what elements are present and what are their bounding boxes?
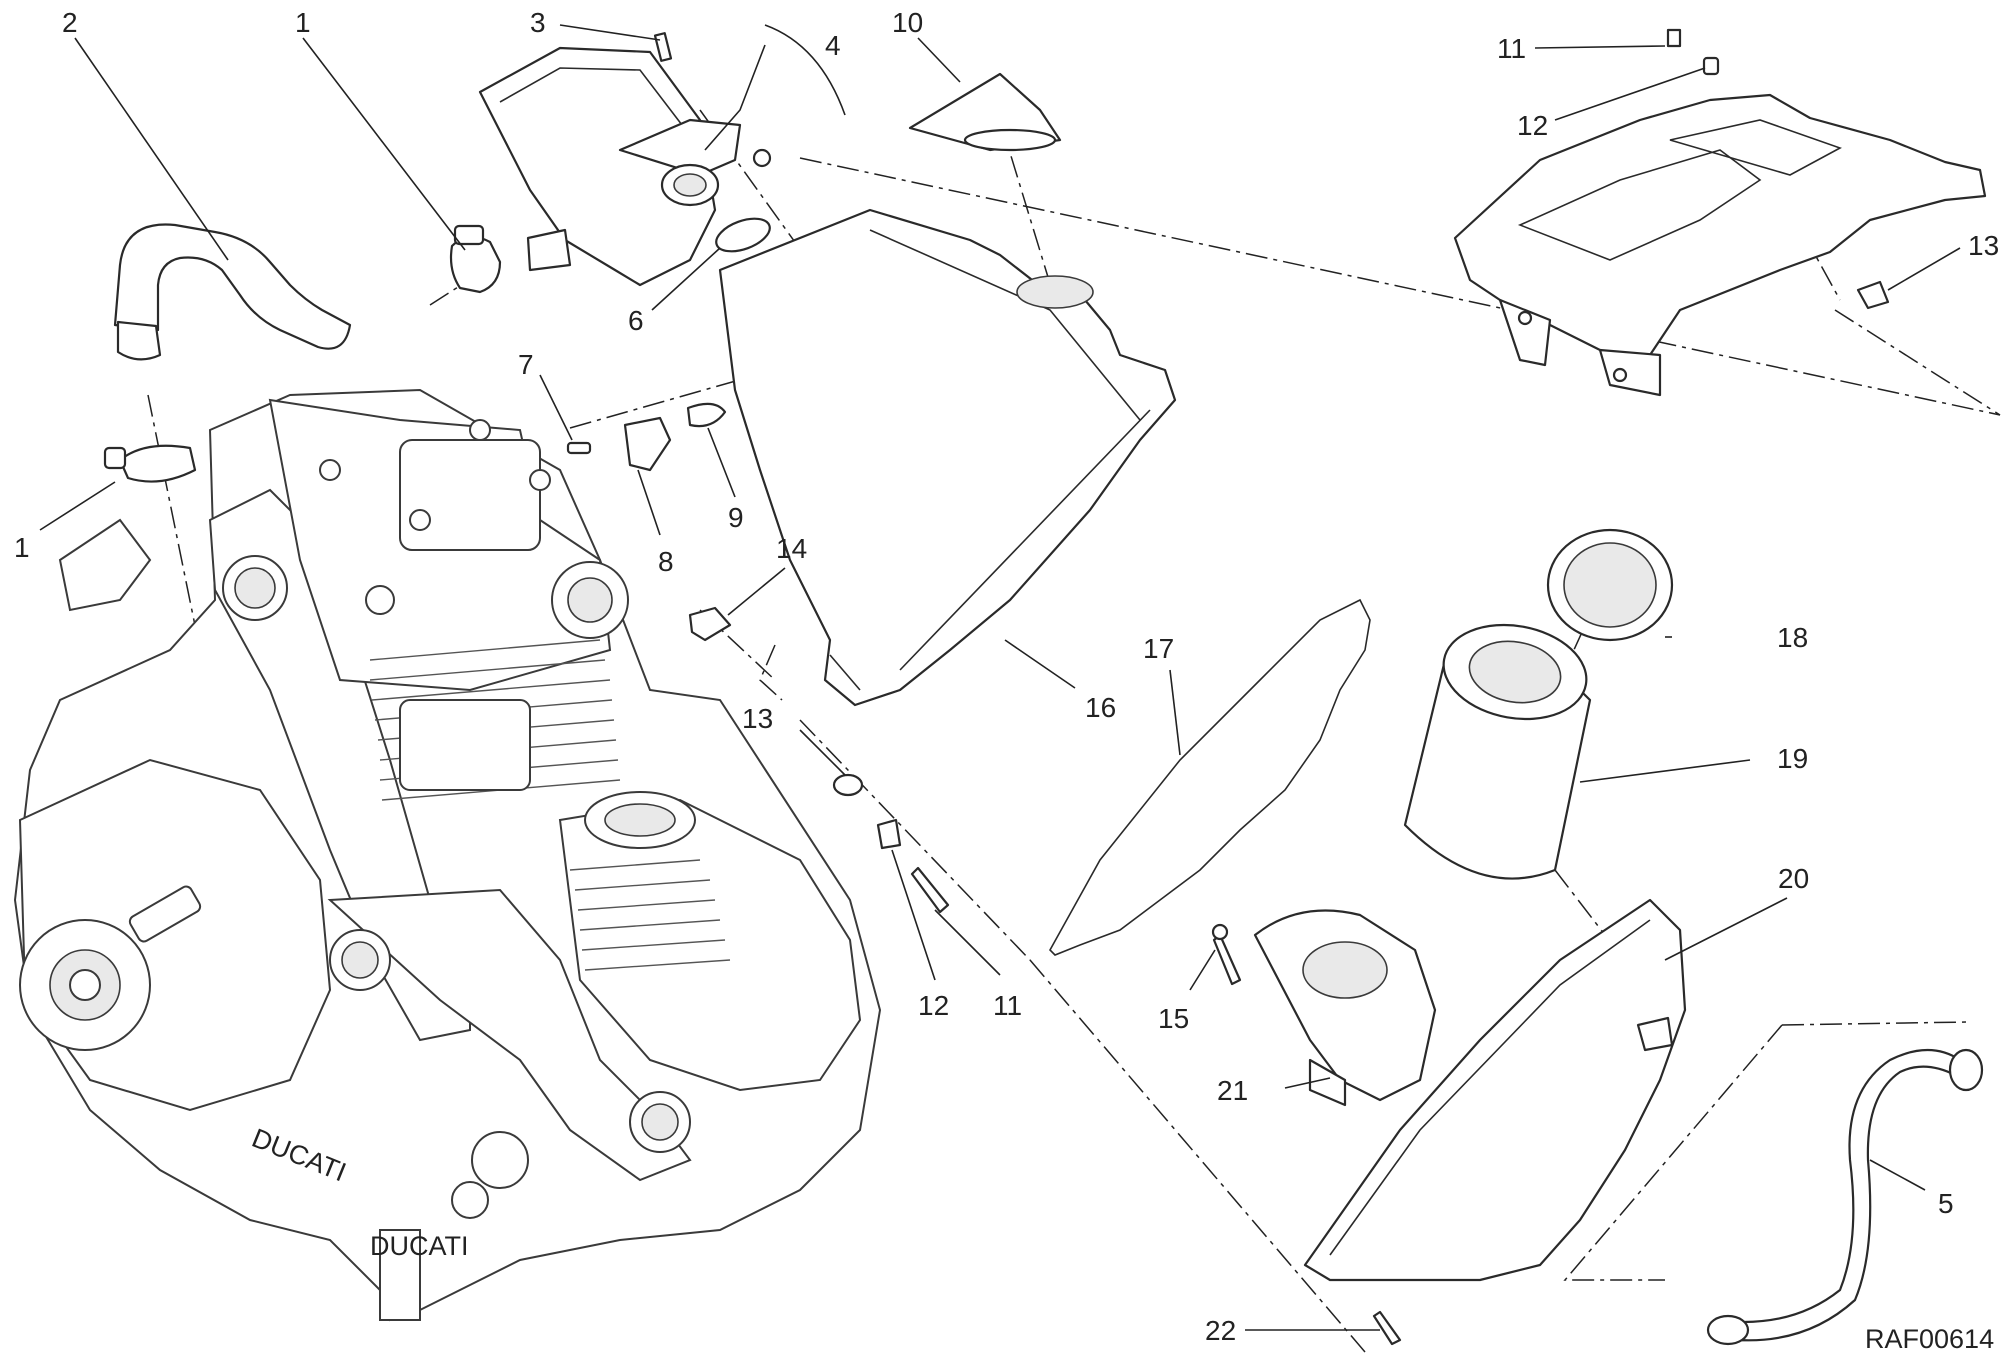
o-ring	[715, 217, 771, 253]
callout-labels: 2 1 3 4 10 11 12 13 1 6 7 8 9 14 13 16 1…	[14, 7, 1999, 1346]
filter-holder	[1253, 909, 1437, 1107]
callout-15: 15	[1158, 1003, 1189, 1034]
airbox-gasket	[1049, 598, 1371, 956]
airbox-lower	[1303, 898, 1687, 1282]
callout-1: 1	[295, 7, 311, 38]
callout-4: 4	[825, 30, 841, 61]
filter-ring	[1546, 528, 1674, 642]
bolt-middle	[910, 866, 950, 914]
callout-11: 11	[1497, 33, 1526, 64]
callout-12: 12	[1517, 110, 1548, 141]
breather-hose	[113, 223, 352, 361]
callout-2: 2	[62, 7, 78, 38]
airbox-upper	[718, 208, 1177, 707]
callout-10: 10	[892, 7, 923, 38]
reference-code: RAF00614	[1865, 1324, 1994, 1354]
grommet-middle	[832, 773, 864, 797]
callout-13: 13	[1968, 230, 1999, 261]
mounting-bracket	[1453, 93, 1987, 397]
air-filter-element	[1403, 623, 1592, 880]
callout-7: 7	[518, 349, 534, 380]
engine-block: DUCATI DUCATI	[13, 388, 882, 1322]
callout-19: 19	[1777, 743, 1808, 774]
rubber-grommet-right	[1856, 280, 1890, 310]
hose-clamp-upper	[449, 224, 502, 294]
spacer-middle	[876, 818, 902, 850]
callout-18: 18	[1777, 622, 1808, 653]
callout-16: 16	[1085, 692, 1116, 723]
callout-11-middle: 11	[993, 990, 1022, 1021]
callout-8: 8	[658, 546, 674, 577]
callout-9: 9	[728, 502, 744, 533]
callout-21: 21	[1217, 1075, 1248, 1106]
callout-5: 5	[1938, 1188, 1954, 1219]
rubber-grommet-top	[1666, 28, 1720, 76]
callout-22: 22	[1205, 1315, 1236, 1346]
breather-pipe	[1706, 1048, 1984, 1346]
callout-3: 3	[530, 7, 546, 38]
brand-text-oil-filter: DUCATI	[370, 1231, 469, 1261]
sensor-assembly	[566, 402, 727, 472]
callout-17: 17	[1143, 633, 1174, 664]
callout-1-lower: 1	[14, 532, 30, 563]
screw-22	[1372, 1310, 1402, 1346]
callout-14: 14	[776, 533, 807, 564]
leader-lines	[39, 24, 1961, 1331]
callout-13-middle: 13	[742, 703, 773, 734]
callout-12-middle: 12	[918, 990, 949, 1021]
spring-clip	[688, 606, 732, 642]
screw-15	[1212, 933, 1242, 986]
callout-6: 6	[628, 305, 644, 336]
breather-tank	[478, 32, 772, 287]
callout-20: 20	[1778, 863, 1809, 894]
hose-clamp-lower	[103, 444, 197, 483]
